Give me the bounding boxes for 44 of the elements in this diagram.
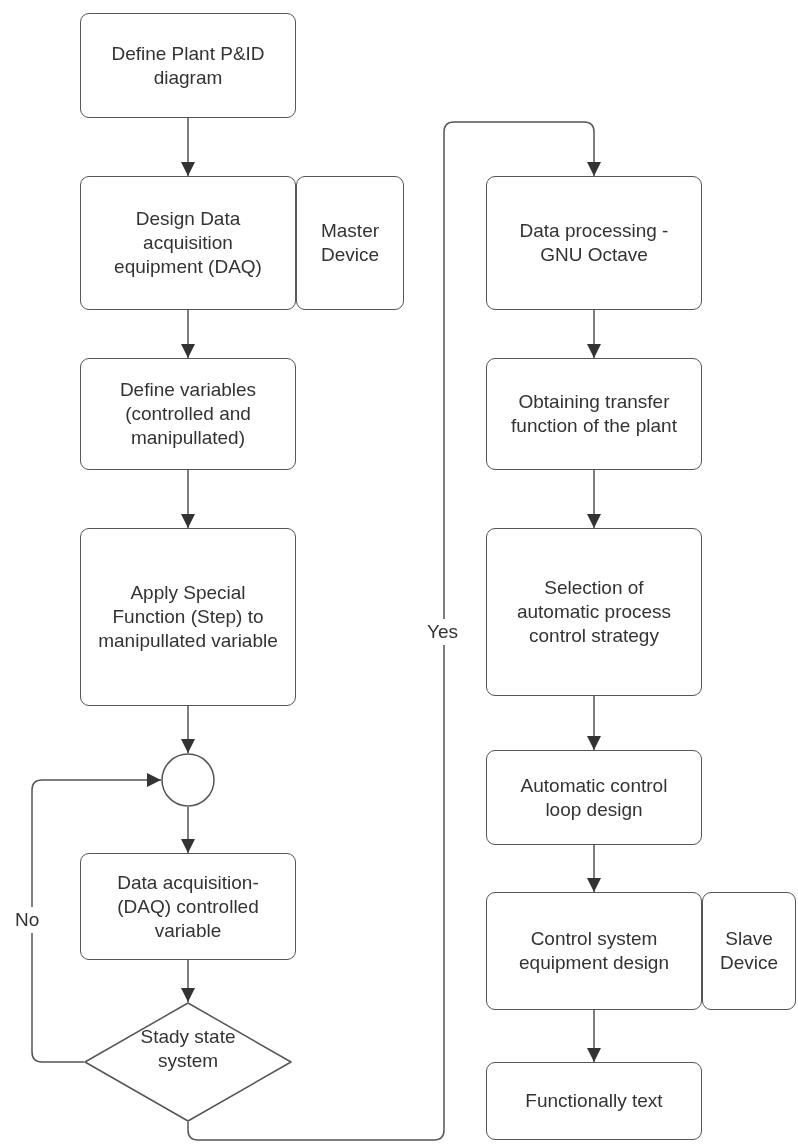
arrow [181, 705, 195, 754]
arrow [587, 844, 601, 893]
arrow [187, 121, 601, 1141]
process-box [486, 892, 702, 1010]
connector-circle [161, 753, 215, 807]
process-box [80, 528, 296, 706]
process-box [80, 853, 296, 960]
box-text: Apply Special Function (Step) to manipullated variable [97, 581, 279, 653]
box-text: Obtaining transfer function of the plant [510, 390, 678, 438]
box-text: Selection of automatic process control strategy [515, 576, 673, 648]
process-box [80, 13, 296, 118]
process-box [486, 358, 702, 470]
box-text: Slave Device [718, 927, 780, 975]
arrow [587, 309, 601, 359]
process-box [486, 528, 702, 696]
box-text: Master Device [319, 219, 381, 267]
box-text: Automatic control loop design [519, 773, 669, 822]
process-box [80, 176, 296, 310]
process-box [702, 892, 796, 1010]
arrow [31, 773, 162, 1063]
arrow [587, 469, 601, 529]
process-box [486, 1062, 702, 1140]
box-text: Design Data acquisition equipment (DAQ) [113, 207, 263, 279]
arrow [181, 806, 195, 854]
arrow [181, 959, 195, 1003]
box-text: Define variables (controlled and manipullated) [118, 378, 258, 450]
edge-label: Yes [427, 619, 458, 645]
process-box [486, 176, 702, 310]
process-box [80, 358, 296, 470]
box-text: Stady state system [139, 1025, 237, 1073]
arrow [181, 117, 195, 177]
arrow [587, 695, 601, 751]
process-box [486, 750, 702, 845]
box-text: Control system equipment design [518, 927, 670, 975]
decision-diamond [84, 1002, 292, 1122]
arrow [181, 469, 195, 529]
box-text: Functionally text [524, 1089, 664, 1113]
box-text: Data acquisition- (DAQ) controlled variable [116, 870, 260, 943]
arrow [587, 1009, 601, 1063]
box-text: Define Plant P&ID diagram [110, 41, 266, 90]
arrow [181, 309, 195, 359]
box-text: Data processing - GNU Octave [518, 219, 670, 267]
edge-label: No [15, 907, 40, 933]
process-box [296, 176, 404, 310]
